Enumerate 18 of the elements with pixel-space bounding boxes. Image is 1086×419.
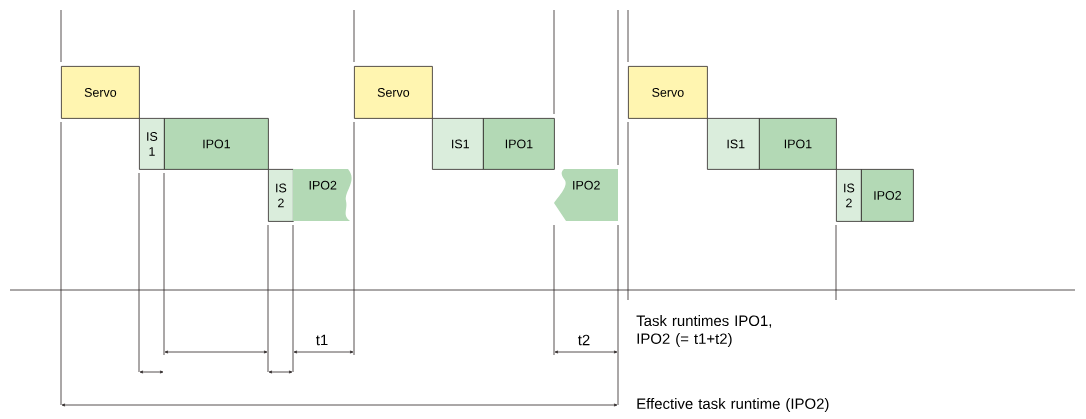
servo-task-box: Servo (354, 66, 433, 119)
servo-task-box: Servo (628, 66, 708, 119)
dimension-label: t2 (578, 334, 590, 346)
is-task-box: IS 2 (268, 169, 294, 222)
ipo-task-box: IPO1 (164, 118, 269, 170)
servo-task-box: Servo (61, 66, 140, 119)
is-task-box: IS1 (432, 118, 484, 170)
ipo-task-box: IPO1 (759, 118, 837, 170)
note-text: Effective task runtime (IPO2) (637, 398, 829, 412)
ipo-task-box: IPO1 (483, 118, 555, 170)
ipo-task-box: IPO2 (861, 169, 914, 222)
ipo-task-box: IPO2 (293, 169, 352, 221)
is-task-box: IS1 (707, 118, 760, 170)
is-task-box: IS 2 (836, 169, 862, 222)
dimension-label: t1 (316, 334, 328, 346)
ipo-task-box: IPO2 (554, 169, 618, 221)
is-task-box: IS 1 (139, 118, 165, 170)
note-text: Task runtimes IPO1, IPO2 (= t1+t2) (636, 315, 772, 347)
